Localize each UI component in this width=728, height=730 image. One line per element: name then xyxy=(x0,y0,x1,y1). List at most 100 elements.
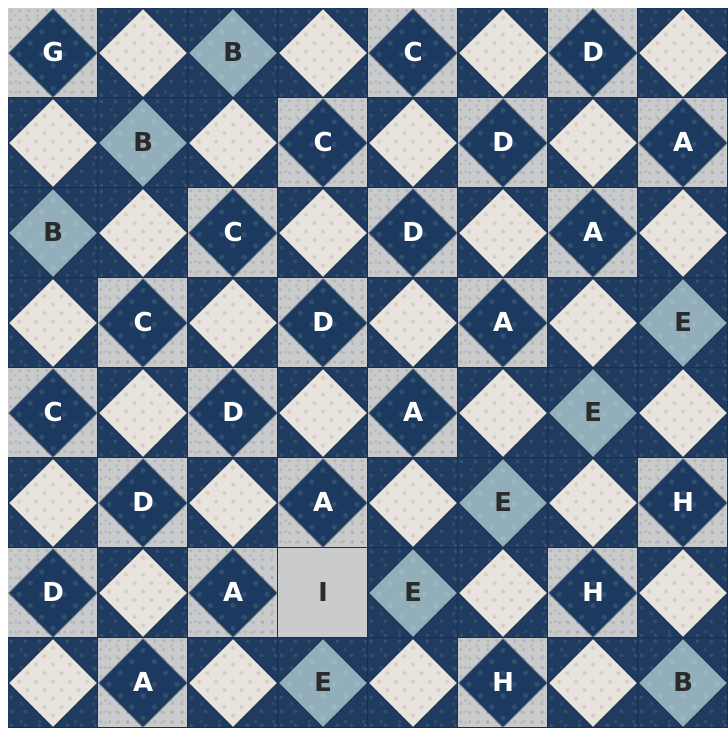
block-label: D xyxy=(188,368,278,458)
block-label xyxy=(368,278,458,368)
quilt-block: C xyxy=(8,368,98,458)
block-label xyxy=(368,98,458,188)
quilt-block xyxy=(188,278,278,368)
block-label: E xyxy=(458,458,548,548)
quilt-block: E xyxy=(368,548,458,638)
block-label xyxy=(8,458,98,548)
quilt-block xyxy=(548,638,638,728)
quilt-block xyxy=(458,8,548,98)
quilt-block: E xyxy=(278,638,368,728)
quilt-block xyxy=(8,458,98,548)
quilt-block: C xyxy=(98,278,188,368)
block-label: A xyxy=(98,638,188,728)
block-label xyxy=(638,8,728,98)
block-label: A xyxy=(638,98,728,188)
quilt-block xyxy=(368,98,458,188)
quilt-block: A xyxy=(188,548,278,638)
block-label xyxy=(638,188,728,278)
quilt-block xyxy=(188,98,278,188)
quilt-block xyxy=(368,278,458,368)
block-label: D xyxy=(548,8,638,98)
quilt-block: B xyxy=(188,8,278,98)
block-label: B xyxy=(188,8,278,98)
block-label: C xyxy=(98,278,188,368)
block-label: D xyxy=(368,188,458,278)
quilt-block xyxy=(98,548,188,638)
quilt-block xyxy=(638,188,728,278)
block-label: A xyxy=(458,278,548,368)
quilt-block xyxy=(458,368,548,458)
quilt-block: C xyxy=(188,188,278,278)
quilt-block xyxy=(638,8,728,98)
block-label: D xyxy=(278,278,368,368)
quilt-block xyxy=(548,458,638,548)
quilt-block: E xyxy=(458,458,548,548)
quilt-block: C xyxy=(278,98,368,188)
quilt-block: E xyxy=(638,278,728,368)
quilt-block: D xyxy=(278,278,368,368)
quilt-block: A xyxy=(638,98,728,188)
block-label: C xyxy=(278,98,368,188)
quilt-block: D xyxy=(8,548,98,638)
block-label xyxy=(638,368,728,458)
block-label xyxy=(98,548,188,638)
quilt-block xyxy=(98,368,188,458)
block-label: H xyxy=(548,548,638,638)
block-label: C xyxy=(8,368,98,458)
block-label xyxy=(458,368,548,458)
quilt-block: A xyxy=(548,188,638,278)
quilt-block xyxy=(8,98,98,188)
block-label xyxy=(368,458,458,548)
quilt-block: D xyxy=(548,8,638,98)
quilt-block: B xyxy=(8,188,98,278)
block-label: A xyxy=(548,188,638,278)
quilt-block: E xyxy=(548,368,638,458)
block-label: D xyxy=(98,458,188,548)
block-label xyxy=(548,638,638,728)
quilt-block xyxy=(278,8,368,98)
quilt-block: A xyxy=(458,278,548,368)
block-label: B xyxy=(98,98,188,188)
block-label xyxy=(368,638,458,728)
block-label xyxy=(638,548,728,638)
block-label xyxy=(8,278,98,368)
quilt-block: B xyxy=(638,638,728,728)
quilt-block: D xyxy=(368,188,458,278)
block-label xyxy=(458,548,548,638)
quilt-block: A xyxy=(368,368,458,458)
quilt-block xyxy=(188,458,278,548)
block-label: E xyxy=(638,278,728,368)
block-label xyxy=(8,98,98,188)
quilt-block xyxy=(548,278,638,368)
quilt-block: G xyxy=(8,8,98,98)
block-label xyxy=(548,458,638,548)
block-label xyxy=(188,278,278,368)
block-label xyxy=(8,638,98,728)
quilt-block: D xyxy=(98,458,188,548)
quilt-block: H xyxy=(638,458,728,548)
block-label xyxy=(188,638,278,728)
quilt-block: D xyxy=(458,98,548,188)
block-label: G xyxy=(8,8,98,98)
block-label: B xyxy=(8,188,98,278)
block-label xyxy=(98,188,188,278)
block-label xyxy=(278,368,368,458)
block-label: E xyxy=(278,638,368,728)
quilt-block: A xyxy=(98,638,188,728)
block-label: A xyxy=(278,458,368,548)
block-label: E xyxy=(368,548,458,638)
block-label xyxy=(458,188,548,278)
quilt-block xyxy=(278,368,368,458)
block-label xyxy=(98,8,188,98)
quilt-block: D xyxy=(188,368,278,458)
block-label xyxy=(458,8,548,98)
block-label: C xyxy=(368,8,458,98)
quilt-block xyxy=(638,548,728,638)
block-label: A xyxy=(368,368,458,458)
block-label xyxy=(548,278,638,368)
block-label: H xyxy=(458,638,548,728)
quilt-block xyxy=(188,638,278,728)
block-label: A xyxy=(188,548,278,638)
quilt-block: I xyxy=(278,548,368,638)
